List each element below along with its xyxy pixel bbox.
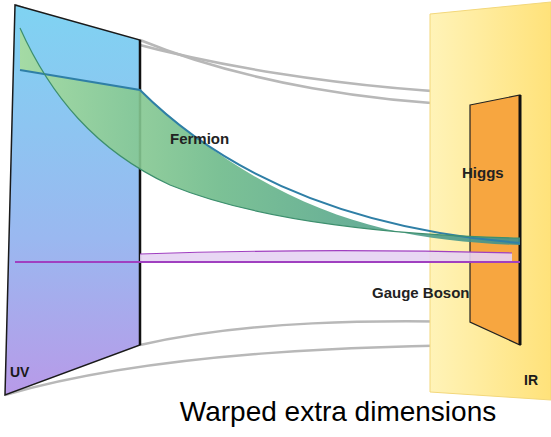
- fermion-line: [20, 70, 520, 243]
- ir-brane-outline: [430, 2, 551, 400]
- gauge-line: [15, 261, 520, 263]
- gauge-band: [140, 251, 512, 262]
- uv-brane-shape: [2, 2, 144, 398]
- bulk-curve: [140, 40, 470, 105]
- particle-label: Higgs: [462, 164, 504, 181]
- brane-edge: [519, 95, 522, 345]
- ir-brane: IR: [400, 0, 551, 402]
- particle-label: Fermion: [170, 130, 229, 147]
- brane-label: UV: [10, 364, 29, 380]
- uv-brane-outline: [5, 5, 140, 395]
- fermion-profile: [20, 28, 520, 245]
- fermion-edge: [20, 28, 520, 238]
- caption: Warped extra dimensions: [180, 396, 496, 428]
- bulk-curve: [140, 321, 470, 345]
- ir-inner-brane: [470, 95, 520, 345]
- brane-edge: [139, 40, 142, 345]
- brane-label: IR: [524, 372, 538, 388]
- ir-brane-shape: [400, 0, 551, 402]
- gauge-edge: [140, 251, 512, 254]
- particle-label: Gauge Boson: [372, 284, 470, 301]
- uv-brane: UV: [2, 2, 144, 398]
